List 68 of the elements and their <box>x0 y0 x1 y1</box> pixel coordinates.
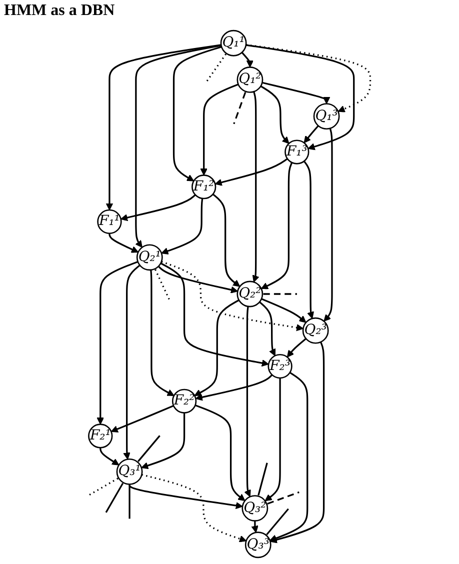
arrow <box>260 85 290 144</box>
dashed-line <box>263 293 297 295</box>
node-circle: Q₃¹ <box>116 458 143 485</box>
arrow <box>246 44 372 112</box>
line <box>266 508 289 536</box>
node-circle: Q₁² <box>236 66 264 93</box>
arrow <box>120 194 196 222</box>
arrow <box>194 404 246 502</box>
node-circle: F₁³ <box>284 140 310 164</box>
node-circle: Q₂³ <box>302 317 329 344</box>
node-circle: F₂² <box>172 388 197 414</box>
arrow <box>141 412 186 470</box>
arrow <box>108 233 139 253</box>
line <box>138 435 160 462</box>
node-circle: Q₃² <box>242 495 268 522</box>
arrow <box>251 520 258 533</box>
node-circle: Q₁¹ <box>220 30 247 56</box>
arrow <box>150 270 174 396</box>
arrow <box>106 44 222 210</box>
node-circle: Q₂² <box>236 280 264 308</box>
node-circle: F₂³ <box>268 354 292 379</box>
arrow <box>96 261 138 425</box>
dashed-line <box>267 491 300 504</box>
arrow <box>161 198 204 254</box>
node-circle: F₂¹ <box>88 424 113 448</box>
arrow <box>259 301 276 356</box>
arrow <box>303 160 314 319</box>
dotted-line <box>206 54 227 82</box>
arrow <box>212 194 240 287</box>
arrow <box>261 298 306 323</box>
arrow <box>286 338 306 358</box>
arrow <box>241 52 254 68</box>
arrow <box>270 372 308 542</box>
node-circle: Q₁³ <box>313 103 340 130</box>
node-circle: Q₂¹ <box>136 244 163 271</box>
line <box>128 485 130 519</box>
dashed-line <box>233 92 246 124</box>
arrow <box>270 342 325 544</box>
line <box>105 482 124 513</box>
arrow <box>194 299 240 396</box>
arrow <box>161 260 304 332</box>
arrow <box>324 128 333 322</box>
arrow <box>100 448 120 466</box>
line <box>258 462 268 496</box>
arrow <box>110 404 174 432</box>
arrow <box>304 125 319 144</box>
arrow <box>160 262 269 367</box>
node-circle: F₁¹ <box>97 209 122 234</box>
arrow <box>262 82 330 104</box>
arrow <box>142 474 247 542</box>
arrow <box>123 264 140 460</box>
arrow <box>135 44 222 248</box>
arrow <box>244 306 251 498</box>
arrow <box>128 484 243 510</box>
dotted-line <box>88 478 118 496</box>
node-circle: Q₃³ <box>244 532 272 558</box>
node-circle: F₁² <box>192 174 216 200</box>
arrow <box>172 46 222 182</box>
arrow <box>252 91 260 282</box>
arrow <box>158 266 238 294</box>
arrow <box>200 84 239 176</box>
arrow <box>214 158 288 186</box>
arrow <box>195 374 273 401</box>
arrow <box>246 44 355 150</box>
dotted-line <box>154 269 170 300</box>
arrow <box>264 378 281 502</box>
diagram-title: HMM as a DBN <box>4 2 115 20</box>
arrow <box>260 162 293 290</box>
